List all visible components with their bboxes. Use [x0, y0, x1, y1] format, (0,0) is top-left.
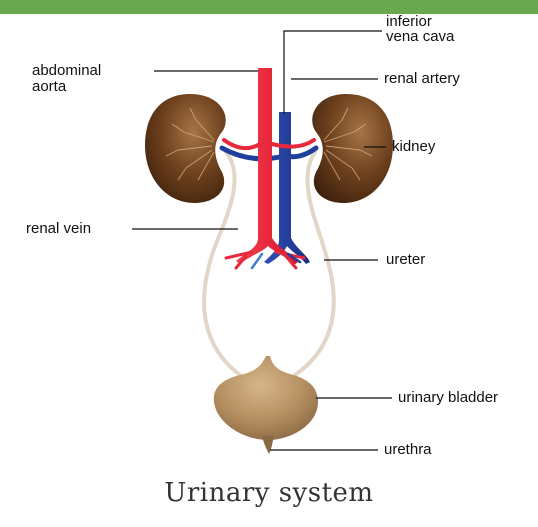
- label-urethra: urethra: [384, 443, 432, 457]
- label-renal-artery: renal artery: [384, 72, 460, 86]
- label-renal-vein: renal vein: [26, 222, 91, 236]
- caption: Urinary system: [0, 478, 538, 508]
- label-abdominal-aorta-line1: abdominal: [32, 64, 101, 78]
- label-ureter: ureter: [386, 253, 425, 267]
- label-inferior-vena-cava-line1: inferior: [386, 15, 432, 29]
- right-kidney: [312, 94, 393, 203]
- label-kidney: kidney: [392, 140, 435, 154]
- left-kidney: [145, 94, 226, 203]
- label-urinary-bladder: urinary bladder: [398, 391, 498, 405]
- urethra: [262, 436, 274, 454]
- label-inferior-vena-cava-line2: vena cava: [386, 30, 454, 44]
- label-abdominal-aorta-line2: aorta: [32, 80, 66, 94]
